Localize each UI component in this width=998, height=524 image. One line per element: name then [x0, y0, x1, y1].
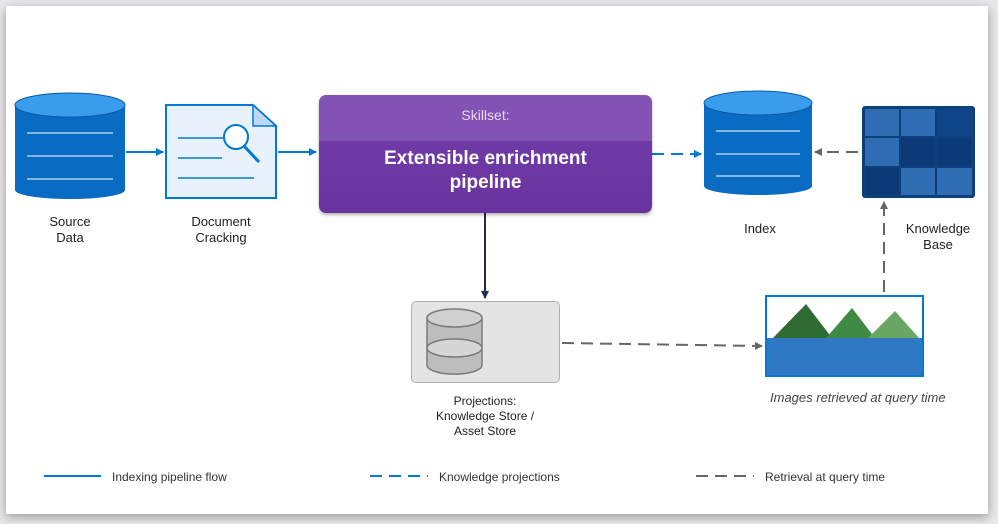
index-label: Index [744, 221, 776, 236]
projections-cylinder-icon [426, 308, 483, 375]
legend-retrieval-label: Retrieval at query time [765, 470, 886, 484]
images-caption: Images retrieved at query time [770, 390, 946, 405]
skillset-caption: Skillset: [461, 107, 510, 123]
knowledge-base-label: Knowledge Base [905, 221, 971, 252]
index-cylinder-icon [703, 90, 813, 195]
knowledge-base-grid-icon [862, 106, 975, 198]
image-landscape-icon [765, 295, 924, 377]
skillset-box: Skillset: Extensible enrichment pipeline [319, 95, 652, 213]
skillset-title-text: Extensible enrichment pipeline [384, 148, 587, 193]
legend-indexing-label: Indexing pipeline flow [112, 470, 227, 484]
legend-projections-label: Knowledge projections [439, 470, 560, 484]
document-cracking-label: Document Cracking [191, 214, 251, 245]
skillset-title: Extensible enrichment pipeline [319, 147, 652, 195]
document-cracking-icon [165, 103, 278, 199]
arrow-projections-to-images [561, 341, 763, 350]
source-data-cylinder-icon [14, 92, 126, 199]
diagram-canvas [6, 6, 988, 514]
projections-box [411, 301, 560, 383]
projections-label: Projections: Knowledge Store / Asset Sto… [435, 394, 535, 438]
source-data-label: Source Data [49, 214, 91, 245]
